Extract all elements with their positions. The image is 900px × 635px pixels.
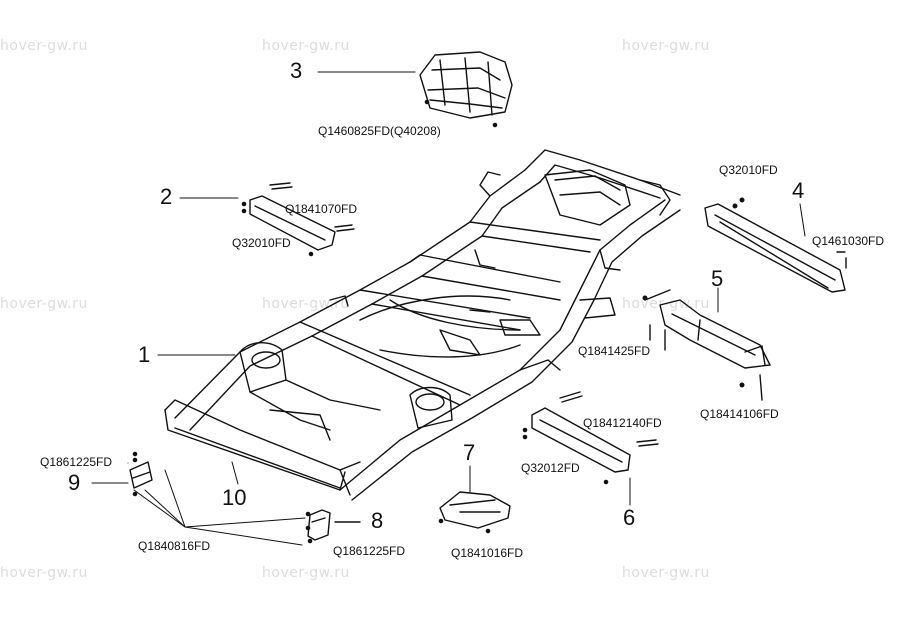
part-code-label: Q1461030FD xyxy=(812,234,885,248)
callout-6: 6 xyxy=(623,505,636,530)
callout-5: 5 xyxy=(711,266,724,291)
watermark: hover-gw.ru xyxy=(0,38,88,54)
watermark: hover-gw.ru xyxy=(622,565,710,581)
part-code-label: Q32012FD xyxy=(521,461,580,475)
part-code-label: Q1841016FD xyxy=(451,546,524,560)
bracket-part-8 xyxy=(305,509,361,544)
plate-part-7 xyxy=(438,491,511,534)
callout-9: 9 xyxy=(68,470,81,495)
leader-lines xyxy=(91,71,806,546)
callout-1: 1 xyxy=(138,342,151,367)
callout-4: 4 xyxy=(792,178,805,203)
part-code-label: Q1861225FD xyxy=(40,455,113,469)
part-code-label: Q32010FD xyxy=(719,163,778,177)
callout-2: 2 xyxy=(160,184,173,209)
bracket-part-6 xyxy=(522,391,659,485)
watermark: hover-gw.ru xyxy=(622,38,710,54)
leader-9-fan xyxy=(133,489,186,528)
watermark: hover-gw.ru xyxy=(262,38,350,54)
bracket-part-5 xyxy=(642,289,771,401)
crossmember-part-4 xyxy=(704,197,847,293)
part-code-label: Q1460825FD(Q40208) xyxy=(318,124,441,138)
bracket-part-2 xyxy=(241,182,355,257)
skid-plate-part-3 xyxy=(419,51,513,128)
part-code-label: Q1841070FD xyxy=(285,202,358,216)
watermark: hover-gw.ru xyxy=(0,565,88,581)
callout-10: 10 xyxy=(222,485,247,510)
part-code-label: Q32010FD xyxy=(232,236,291,250)
callout-7: 7 xyxy=(463,440,476,465)
watermark: hover-gw.ru xyxy=(262,565,350,581)
part-code-label: Q1840816FD xyxy=(138,539,211,553)
part-code-label: Q18414106FD xyxy=(700,407,779,421)
callout-3: 3 xyxy=(290,58,303,83)
watermark: hover-gw.ru xyxy=(0,296,88,312)
part-code-label: Q1861225FD xyxy=(333,544,406,558)
callout-8: 8 xyxy=(371,508,384,533)
main-frame xyxy=(164,149,681,501)
part-code-label: Q18412140FD xyxy=(583,416,662,430)
part-code-label: Q1841425FD xyxy=(578,344,651,358)
leader-10 xyxy=(231,461,239,485)
leader-4 xyxy=(799,203,806,237)
bracket-part-9 xyxy=(129,451,153,497)
